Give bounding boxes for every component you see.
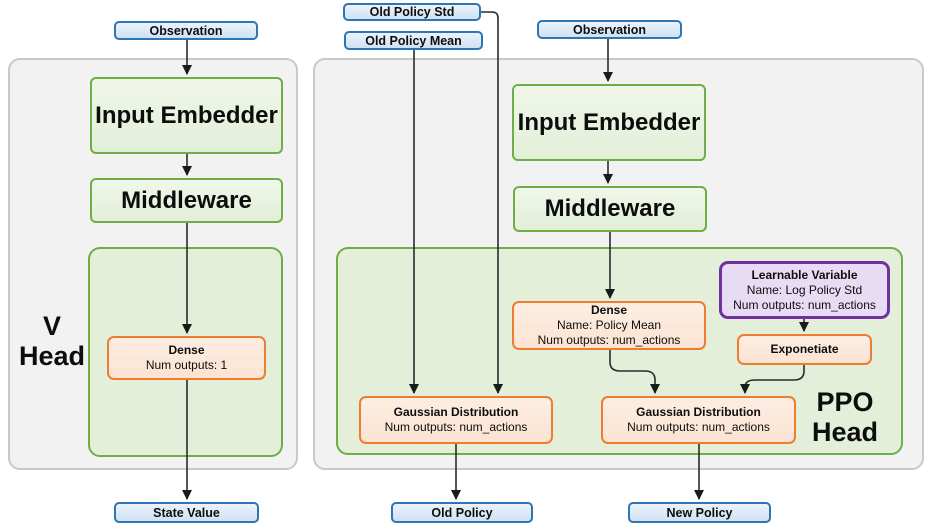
input-embedder-block-right: Input Embedder <box>512 84 706 161</box>
old-policy-mean-input: Old Policy Mean <box>344 31 483 50</box>
middleware-block-right: Middleware <box>513 186 707 232</box>
dense-title: Dense <box>168 343 205 357</box>
middleware-label: Middleware <box>121 186 252 214</box>
middleware-label: Middleware <box>544 195 676 222</box>
learnable-variable-name: Name: Log Policy Std <box>746 282 863 297</box>
learnable-variable-block: Learnable Variable Name: Log Policy Std … <box>719 261 890 319</box>
learnable-variable-title: Learnable Variable <box>751 267 858 282</box>
input-embedder-block-left: Input Embedder <box>90 77 283 154</box>
observation-label: Observation <box>573 22 646 37</box>
observation-input-left: Observation <box>114 21 258 40</box>
input-embedder-label: Input Embedder <box>517 108 701 136</box>
gaussian-title: Gaussian Distribution <box>636 405 761 419</box>
gaussian-distribution-old-block: Gaussian Distribution Num outputs: num_a… <box>359 396 553 444</box>
new-policy-label: New Policy <box>666 505 733 520</box>
gaussian-distribution-new-block: Gaussian Distribution Num outputs: num_a… <box>601 396 796 444</box>
learnable-variable-num-outputs: Num outputs: num_actions <box>733 297 876 312</box>
middleware-block-left: Middleware <box>90 178 283 223</box>
old-policy-std-input: Old Policy Std <box>343 3 481 21</box>
old-policy-std-label: Old Policy Std <box>369 5 455 19</box>
ppo-head-label-line1: PPO <box>816 387 874 417</box>
v-head-label-line2: Head <box>18 341 86 371</box>
input-embedder-label: Input Embedder <box>95 101 278 129</box>
v-head-label-line1: V <box>42 311 61 341</box>
dense-num-outputs: Num outputs: num_actions <box>537 333 681 347</box>
new-policy-output: New Policy <box>628 502 771 523</box>
observation-input-right: Observation <box>537 20 682 39</box>
old-policy-output: Old Policy <box>391 502 533 523</box>
gaussian-num-outputs: Num outputs: num_actions <box>384 420 528 434</box>
observation-label: Observation <box>149 23 223 38</box>
old-policy-label: Old Policy <box>431 505 493 520</box>
ppo-head-label: PPO Head <box>799 387 891 447</box>
v-head-label: V Head <box>12 311 92 371</box>
dense-name: Name: Policy Mean <box>556 318 662 332</box>
dense-policy-mean-block: Dense Name: Policy Mean Num outputs: num… <box>512 301 706 350</box>
state-value-label: State Value <box>153 505 220 520</box>
state-value-output: State Value <box>114 502 259 523</box>
ppo-head-label-line2: Head <box>811 417 879 447</box>
dense-num-outputs: Num outputs: 1 <box>145 358 228 372</box>
old-policy-mean-label: Old Policy Mean <box>365 33 462 48</box>
exponetiate-label: Exponetiate <box>770 342 839 356</box>
gaussian-num-outputs: Num outputs: num_actions <box>627 420 770 434</box>
gaussian-title: Gaussian Distribution <box>393 405 519 419</box>
dense-title: Dense <box>590 303 628 317</box>
dense-block-v: Dense Num outputs: 1 <box>107 336 266 380</box>
exponetiate-block: Exponetiate <box>737 334 872 365</box>
